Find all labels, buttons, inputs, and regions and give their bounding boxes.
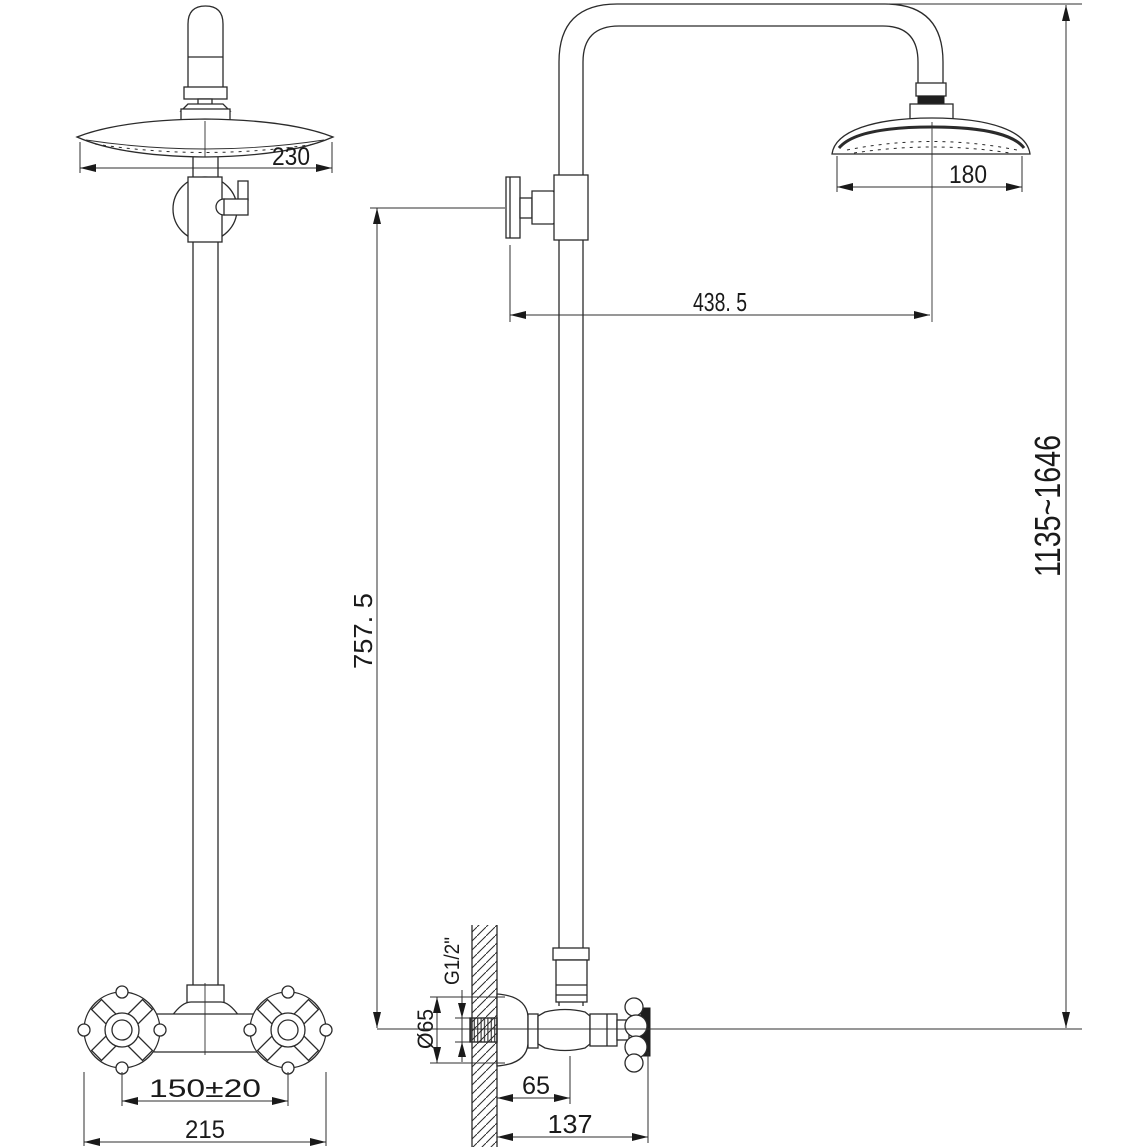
gooseneck-arm-side <box>558 3 944 1006</box>
dim-label-230: 230 <box>272 143 310 171</box>
dimension-valve-width: 215 <box>83 1072 327 1146</box>
dimension-wall-to-handle: 137 <box>497 1052 649 1143</box>
dimension-thread-size: G1/2" <box>441 937 470 1062</box>
wall-bracket-front <box>172 157 249 243</box>
dim-label-757-5: 757. 5 <box>348 593 378 669</box>
mixer-valve-side <box>469 947 651 1073</box>
dim-label-438-5: 438. 5 <box>693 287 747 317</box>
dimension-arm-reach: 438. 5 <box>509 245 930 322</box>
cross-handle-left[interactable] <box>77 985 167 1075</box>
dim-label-65: 65 <box>522 1072 550 1100</box>
dimension-head-width-side: 180 <box>836 156 1023 192</box>
front-view: 230 <box>75 5 335 1146</box>
dimension-handle-spacing: 150±20 <box>121 1072 289 1106</box>
riser-pipe-front <box>192 242 219 990</box>
dimension-overall-height: 1135~1646 <box>888 3 1082 1028</box>
mixer-valve-front <box>77 983 333 1075</box>
escutcheon-side <box>496 993 529 1067</box>
side-view: 180 438. 5 757. 5 <box>348 3 1082 1147</box>
dimension-head-width-front: 230 <box>79 142 333 173</box>
cross-handle-right[interactable] <box>243 985 333 1075</box>
wall-bracket-side <box>505 174 589 241</box>
cross-handle-side[interactable] <box>624 997 648 1073</box>
dim-label-1135-1646: 1135~1646 <box>1027 435 1068 577</box>
dim-label-215: 215 <box>185 1116 225 1144</box>
dim-label-180: 180 <box>949 161 987 189</box>
dim-label-137: 137 <box>548 1109 593 1139</box>
gooseneck-end-front <box>179 5 232 112</box>
thread-nipple <box>469 1017 498 1043</box>
dimension-wall-to-body: 65 <box>497 1056 571 1104</box>
dimension-bracket-height: 757. 5 <box>348 207 505 1028</box>
shower-head-front <box>75 108 335 158</box>
dim-label-150-20: 150±20 <box>149 1075 261 1103</box>
dim-label-g12: G1/2" <box>441 937 464 985</box>
shower-head-side <box>831 82 1031 322</box>
